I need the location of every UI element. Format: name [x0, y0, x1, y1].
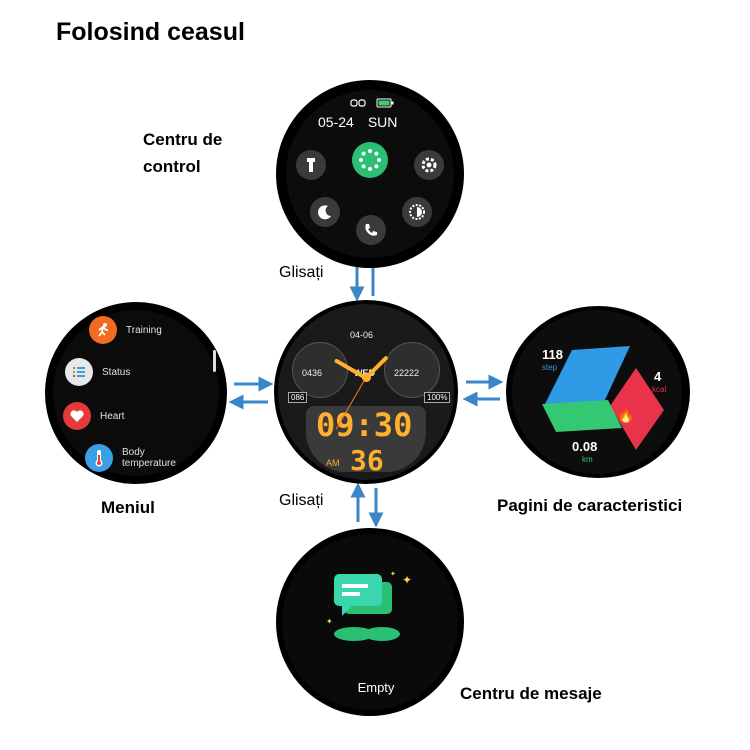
status-list-icon	[65, 358, 93, 386]
scrollbar[interactable]	[213, 350, 216, 372]
swipe-label-top: Glisați	[279, 264, 324, 281]
svg-text:✦: ✦	[326, 617, 333, 626]
messages-watch: ✦ ✦ ✦ Empty	[276, 528, 464, 716]
control-center-date: 05-24	[318, 114, 354, 130]
empty-status: Empty	[357, 680, 395, 695]
chat-bubbles-icon: ✦ ✦ ✦	[326, 570, 412, 641]
flashlight-icon[interactable]	[296, 150, 326, 180]
menu-item-training[interactable]: Training	[89, 316, 162, 344]
features-watch: 🔥 118 step 4 kcal 0.08 km	[506, 306, 690, 478]
brightness-icon[interactable]	[402, 197, 432, 227]
left-dial	[292, 342, 348, 398]
swipe-label-bottom: Glisați	[279, 492, 324, 509]
km-value: 0.08	[572, 439, 598, 454]
phone-icon[interactable]	[356, 215, 386, 245]
status-icons	[350, 98, 394, 108]
features-label: Pagini de caracteristici	[497, 496, 683, 515]
left-dial-value: 0436	[302, 368, 323, 378]
km-unit: km	[582, 455, 593, 464]
km-tile	[542, 400, 622, 432]
menu-item-label: Status	[102, 366, 131, 378]
feature-tiles: 🔥	[542, 346, 664, 450]
steps-value: 118	[542, 347, 563, 362]
digital-seconds: 36	[350, 444, 384, 477]
main-watch-face: 04-06 0436 WED 22222 086 100% 09:30 AM 3…	[274, 300, 458, 484]
control-center-day: SUN	[367, 114, 398, 130]
menu-label: Meniul	[101, 498, 155, 517]
menu-watch: Training Status Heart Body temperature	[45, 302, 227, 484]
menu-item-body-temperature[interactable]: Body temperature	[85, 444, 182, 472]
svg-text:🔥: 🔥	[617, 407, 634, 424]
right-dial-value: 22222	[394, 368, 420, 378]
menu-item-status[interactable]: Status	[65, 358, 130, 386]
control-center-watch: 05-24 SUN	[276, 80, 464, 268]
menu-item-label: Heart	[100, 410, 125, 422]
battery-icon	[376, 98, 394, 108]
moon-icon[interactable]	[310, 197, 340, 227]
menu-item-heart[interactable]: Heart	[63, 402, 124, 430]
kcal-value: 4	[654, 369, 662, 384]
right-dial	[384, 342, 440, 398]
kcal-tile	[610, 368, 664, 450]
am-pm: AM	[326, 458, 340, 468]
activity-ring-icon[interactable]	[352, 142, 388, 178]
running-icon	[89, 316, 117, 344]
menu-item-label: Training	[126, 324, 162, 336]
gear-icon[interactable]	[414, 150, 444, 180]
heart-icon	[63, 402, 91, 430]
page-title: Folosind ceasul	[56, 18, 245, 46]
thermometer-icon	[85, 444, 113, 472]
svg-text:✦: ✦	[402, 573, 412, 587]
lower-panel	[306, 406, 426, 472]
digital-time: 09:30	[316, 406, 413, 444]
menu-item-label: Body temperature	[122, 447, 176, 469]
hand-pivot	[362, 373, 371, 382]
control-center-label: Centru de control	[143, 130, 223, 176]
messages-label: Centru de mesaje	[460, 684, 602, 703]
link-icon	[350, 99, 366, 107]
steps-unit: step	[542, 363, 558, 372]
kcal-unit: kcal	[652, 385, 667, 394]
watch-date: 04-06	[350, 330, 374, 340]
steps-tile	[544, 346, 630, 406]
left-badge: 086	[288, 392, 308, 403]
svg-text:✦: ✦	[390, 570, 396, 578]
battery-badge: 100%	[424, 392, 451, 403]
